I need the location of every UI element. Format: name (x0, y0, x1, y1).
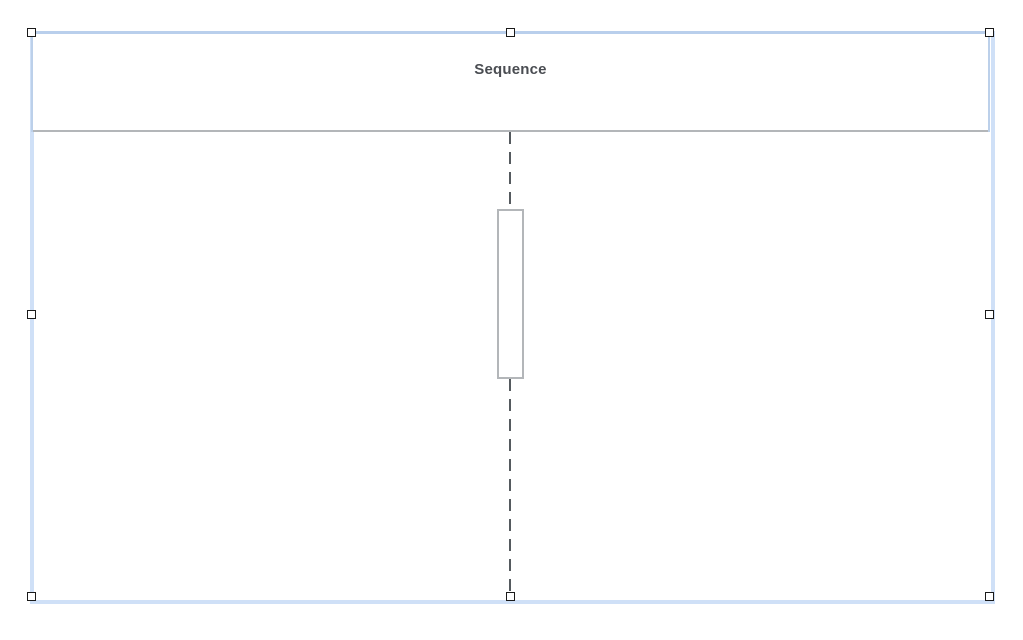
lifeline-dashed-line-lower (509, 379, 511, 595)
lifeline-header[interactable]: Sequence (31, 34, 990, 132)
resize-handle-bottom-right[interactable] (985, 592, 994, 601)
resize-handle-bottom-center[interactable] (506, 592, 515, 601)
activation-bar[interactable] (497, 209, 524, 379)
resize-handle-top-center[interactable] (506, 28, 515, 37)
header-left-edge (31, 34, 33, 132)
header-right-edge (988, 34, 990, 132)
resize-handle-top-right[interactable] (985, 28, 994, 37)
resize-handle-top-left[interactable] (27, 28, 36, 37)
resize-handle-middle-left[interactable] (27, 310, 36, 319)
resize-handle-middle-right[interactable] (985, 310, 994, 319)
lifeline-dashed-line-upper (509, 132, 511, 209)
resize-handle-bottom-left[interactable] (27, 592, 36, 601)
lifeline-title[interactable]: Sequence (474, 60, 547, 78)
